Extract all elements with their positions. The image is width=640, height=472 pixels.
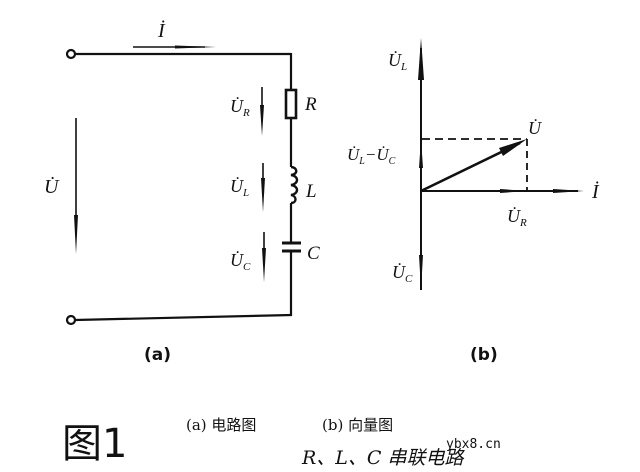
bottom-wire (74, 313, 293, 322)
ul-phasor-arrow-icon (418, 38, 424, 80)
u-phasor-arrow-icon (499, 139, 527, 156)
capacitor-icon (282, 241, 301, 253)
caption-a: (a) 电路图 (186, 416, 256, 434)
resistor-icon (284, 88, 298, 120)
terminal-bottom (65, 314, 77, 326)
panel-label-a: (a) (144, 345, 171, 365)
ul-phasor-label: U̇L (388, 49, 407, 73)
ul-arrow-icon (261, 163, 265, 212)
phasor-diagram: U̇L U̇L−U̇C U̇C İ U̇R U̇ (b) (347, 38, 600, 365)
uc-phasor-label: U̇C (392, 261, 413, 285)
u-phasor-label: U̇ (528, 117, 542, 138)
ur-phasor-label: U̇R (507, 205, 527, 229)
diff-phasor-arrow-icon (419, 139, 423, 168)
ur-arrow-icon (260, 87, 264, 136)
uc-phasor-arrow-icon (419, 255, 423, 290)
inductor-label: L (305, 181, 317, 202)
uc-arrow-icon (262, 232, 266, 282)
ul-label: U̇L (230, 175, 249, 199)
uc-label: U̇C (230, 249, 251, 273)
inductor-icon (290, 165, 299, 205)
source-voltage-arrow-icon (74, 118, 78, 254)
caption-b: (b) 向量图 (322, 416, 393, 434)
circuit-diagram: İ R L C U̇ U̇R (44, 19, 320, 365)
diff-phasor-label: U̇L−U̇C (347, 145, 396, 167)
panel-label-b: (b) (470, 345, 498, 365)
current-phasor-label: İ (591, 180, 600, 203)
source-voltage-label: U̇ (44, 175, 60, 198)
ur-label: U̇R (230, 95, 250, 119)
current-arrow-icon (133, 45, 216, 49)
capacitor-label: C (307, 243, 320, 264)
figure-number: 图1 (62, 421, 127, 467)
resistor-label: R (304, 94, 317, 115)
figure-title: R、L、C 串联电路 (301, 447, 466, 469)
watermark: ybx8.cn (446, 437, 501, 452)
current-phasor-arrow-icon (553, 189, 584, 193)
ur-phasor-arrow-icon (500, 189, 527, 193)
terminal-top (65, 48, 77, 60)
current-label: İ (157, 19, 166, 42)
